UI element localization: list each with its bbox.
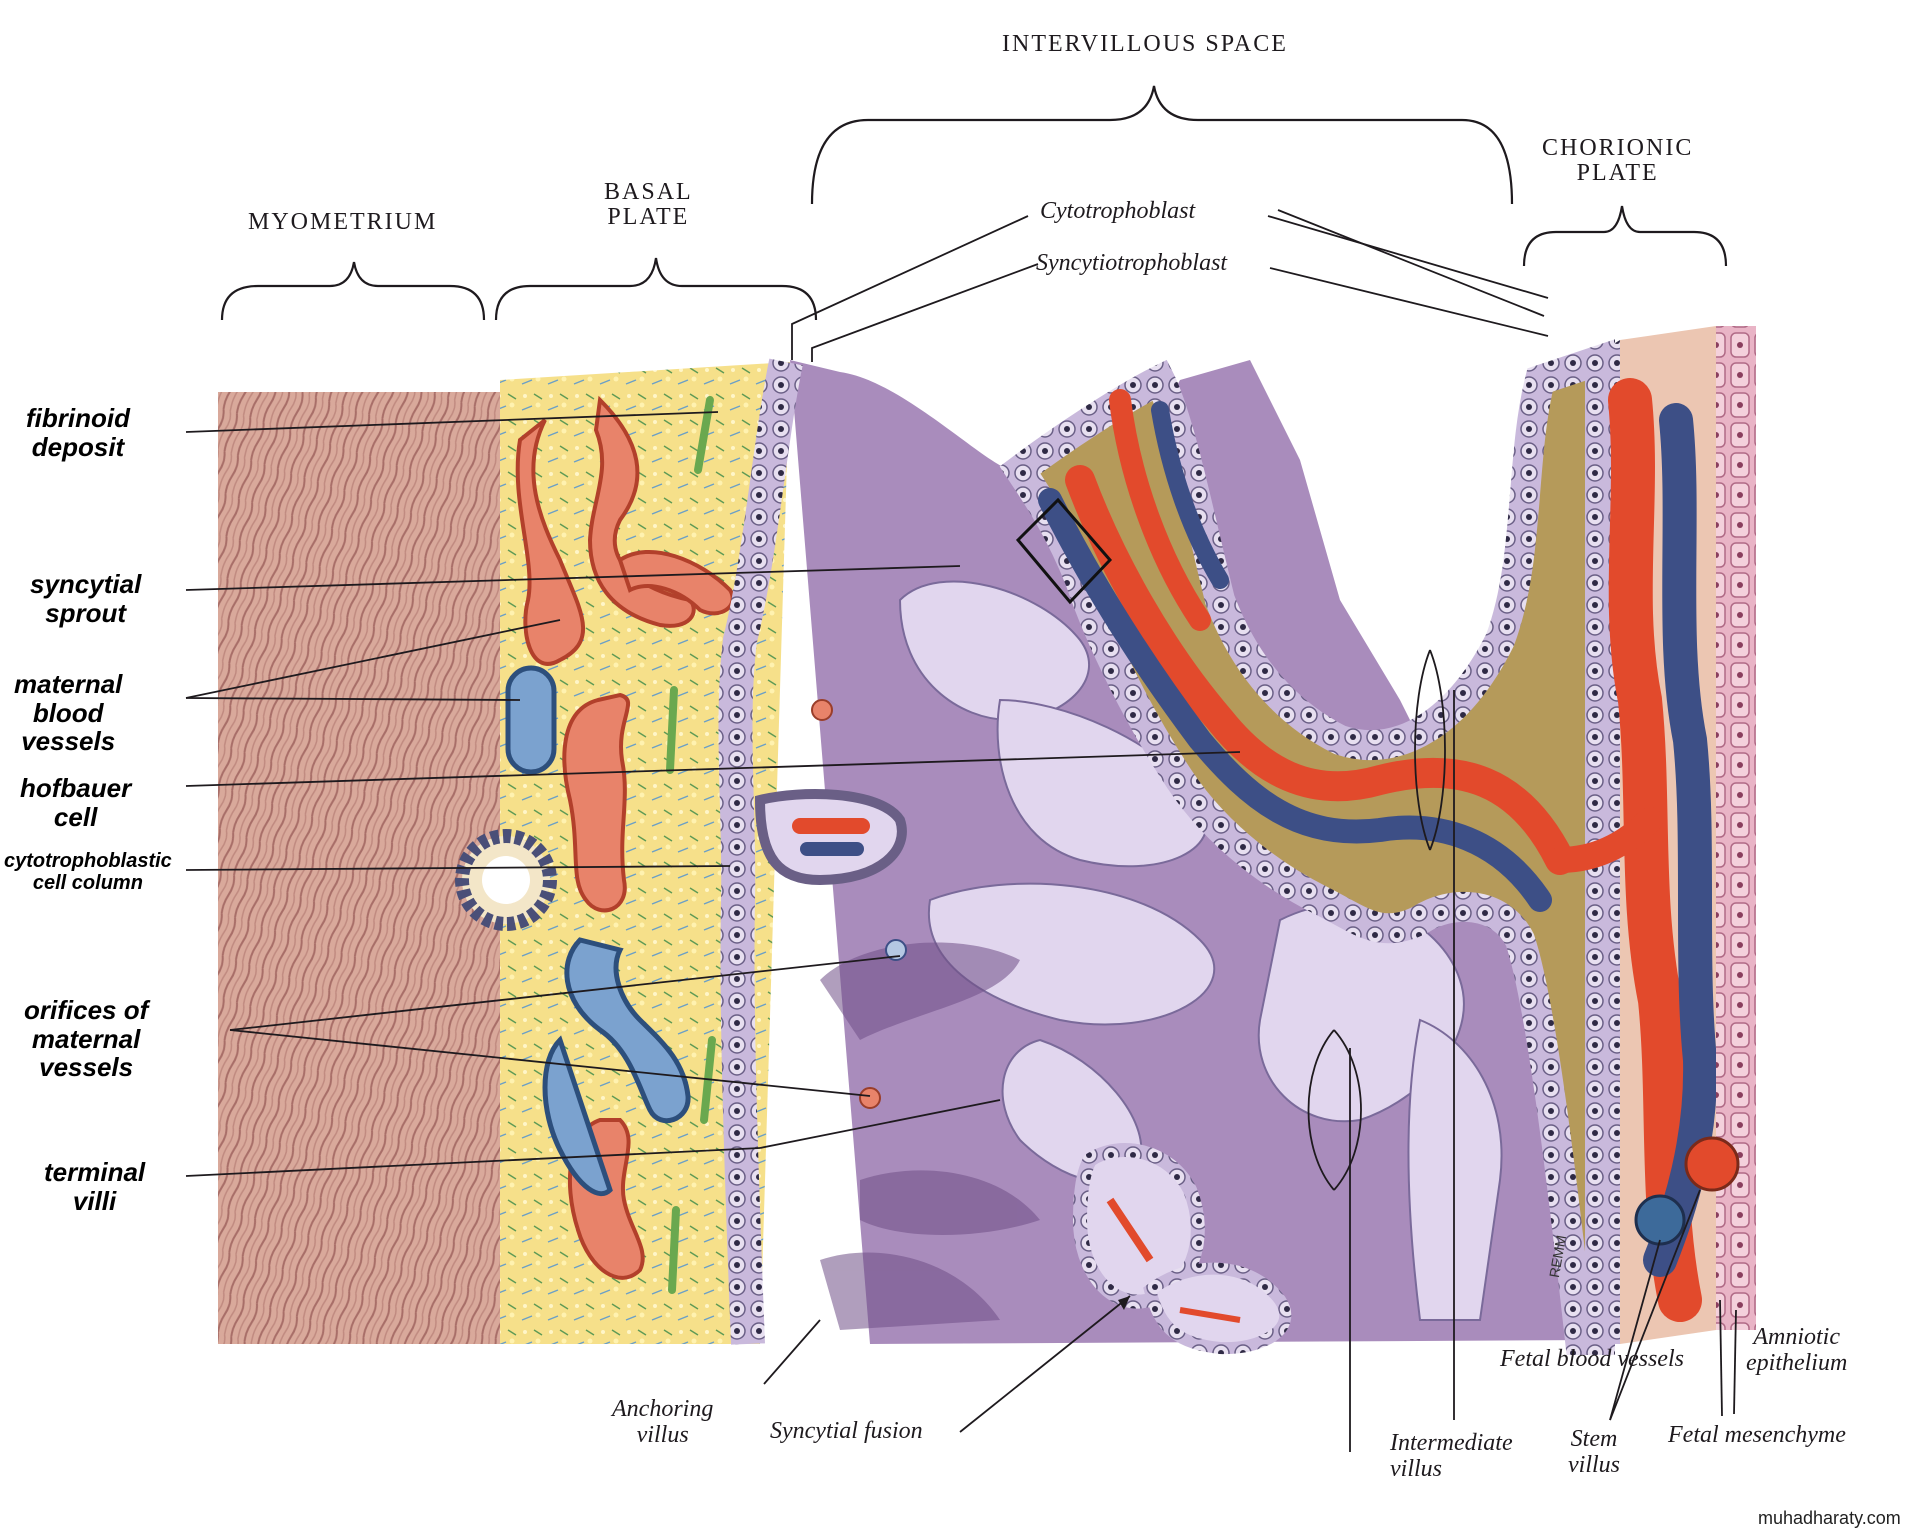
annotation-maternal-blood-vessels-line-2: blood [32,697,104,728]
annotation-hofbauer-cell-line-1: hofbauer [20,773,132,803]
annotation-fibrinoid-deposit-line-2: deposit [31,431,125,462]
label-syncytial-fusion: Syncytial fusion [770,1418,923,1444]
label-anchoring-villus-line-1: Anchoring [612,1396,714,1422]
heading-basal-plate: BASAL PLATE [604,179,693,231]
annotation-fibrinoid-deposit: fibrinoid deposit [26,404,130,461]
heading-intervillous-space: INTERVILLOUS SPACE [1002,31,1288,57]
heading-chorionic-plate: CHORIONIC PLATE [1542,135,1694,187]
annotation-hofbauer-cell: hofbauer cell [20,774,131,831]
annotation-maternal-blood-vessels-line-3: vessels [21,726,116,757]
label-intermediate-villus: Intermediate villus [1390,1430,1513,1483]
annotation-terminal-villi: terminal villi [44,1158,145,1215]
annotation-terminal-villi-line-2: villi [72,1185,117,1216]
label-syncytiotrophoblast: Syncytiotrophoblast [1036,250,1228,276]
annotation-cytotrophoblastic-cell-column-line-1: cytotrophoblastic [4,850,172,872]
label-anchoring-villus: Anchoring villus [612,1396,713,1449]
label-intermediate-villus-line-1: Intermediate [1390,1430,1513,1456]
annotation-cytotrophoblastic-cell-column-line-2: cell column [32,872,143,894]
label-stem-villus-line-2: villus [1568,1452,1620,1479]
annotation-orifices-of-maternal-vessels: orifices of maternal vessels [24,996,148,1082]
watermark: muhadharaty.com [1758,1508,1901,1528]
label-amniotic-epithelium-line-1: Amniotic [1753,1324,1840,1350]
label-fetal-mesenchyme: Fetal mesenchyme [1668,1422,1846,1448]
annotation-orifices-line-3: vessels [39,1052,134,1083]
annotation-fibrinoid-deposit-line-1: fibrinoid [26,403,130,433]
label-fetal-blood-vessels: Fetal blood vessels [1500,1346,1684,1372]
heading-chorionic-plate-line-1: CHORIONIC [1542,135,1694,161]
label-stem-villus: Stem villus [1568,1426,1620,1479]
annotation-syncytial-sprout: syncytial sprout [30,570,141,627]
annotation-terminal-villi-line-1: terminal [44,1157,146,1187]
label-amniotic-epithelium: Amniotic epithelium [1746,1324,1847,1377]
label-intermediate-villus-line-2: villus [1390,1456,1442,1483]
annotation-maternal-blood-vessels-line-1: maternal [14,669,123,699]
label-amniotic-epithelium-line-2: epithelium [1746,1350,1848,1377]
label-stem-villus-line-1: Stem [1570,1426,1618,1452]
label-anchoring-villus-line-2: villus [636,1422,689,1449]
annotation-orifices-line-2: maternal [31,1023,141,1054]
annotation-syncytial-sprout-line-2: sprout [45,597,127,628]
annotation-syncytial-sprout-line-1: syncytial [30,569,142,599]
heading-chorionic-plate-line-2: PLATE [1576,160,1659,187]
annotation-maternal-blood-vessels: maternal blood vessels [14,670,122,756]
heading-basal-plate-line-1: BASAL [604,179,693,205]
annotation-cytotrophoblastic-cell-column: cytotrophoblastic cell column [4,850,172,894]
heading-basal-plate-line-2: PLATE [607,204,690,231]
label-cytotrophoblast: Cytotrophoblast [1040,198,1196,224]
heading-myometrium: MYOMETRIUM [248,209,438,235]
annotation-hofbauer-cell-line-2: cell [53,801,98,832]
annotation-orifices-line-1: orifices of [24,995,149,1025]
